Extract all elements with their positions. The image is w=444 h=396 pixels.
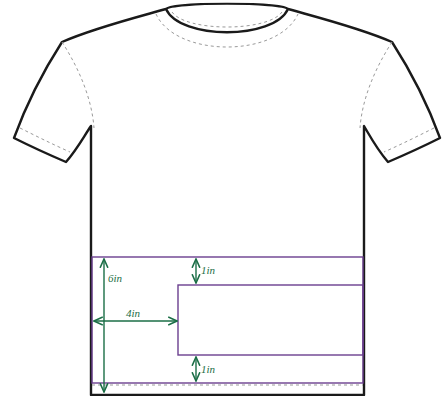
dimension-arrow xyxy=(195,357,196,381)
collar xyxy=(166,4,288,9)
dimension-label: 1in xyxy=(201,363,215,375)
collar-stitch xyxy=(172,12,282,27)
dimension-arrow xyxy=(195,259,196,283)
sleeve-hem-stitch xyxy=(384,128,434,152)
inner-cutout xyxy=(178,285,363,355)
sleeve-stitch xyxy=(360,42,392,128)
outer-band xyxy=(92,257,363,383)
hem-stitch xyxy=(92,385,363,386)
dimension-arrow xyxy=(94,320,177,321)
shirt-outline xyxy=(14,9,440,395)
dimension-label: 1in xyxy=(201,264,215,276)
sleeve-hem-stitch xyxy=(20,128,70,152)
dimension-label: 6in xyxy=(108,272,122,284)
dimension-label: 4in xyxy=(126,307,140,319)
dimension-arrow xyxy=(103,259,104,392)
collar-stitch xyxy=(156,14,298,47)
sleeve-stitch xyxy=(62,42,94,128)
